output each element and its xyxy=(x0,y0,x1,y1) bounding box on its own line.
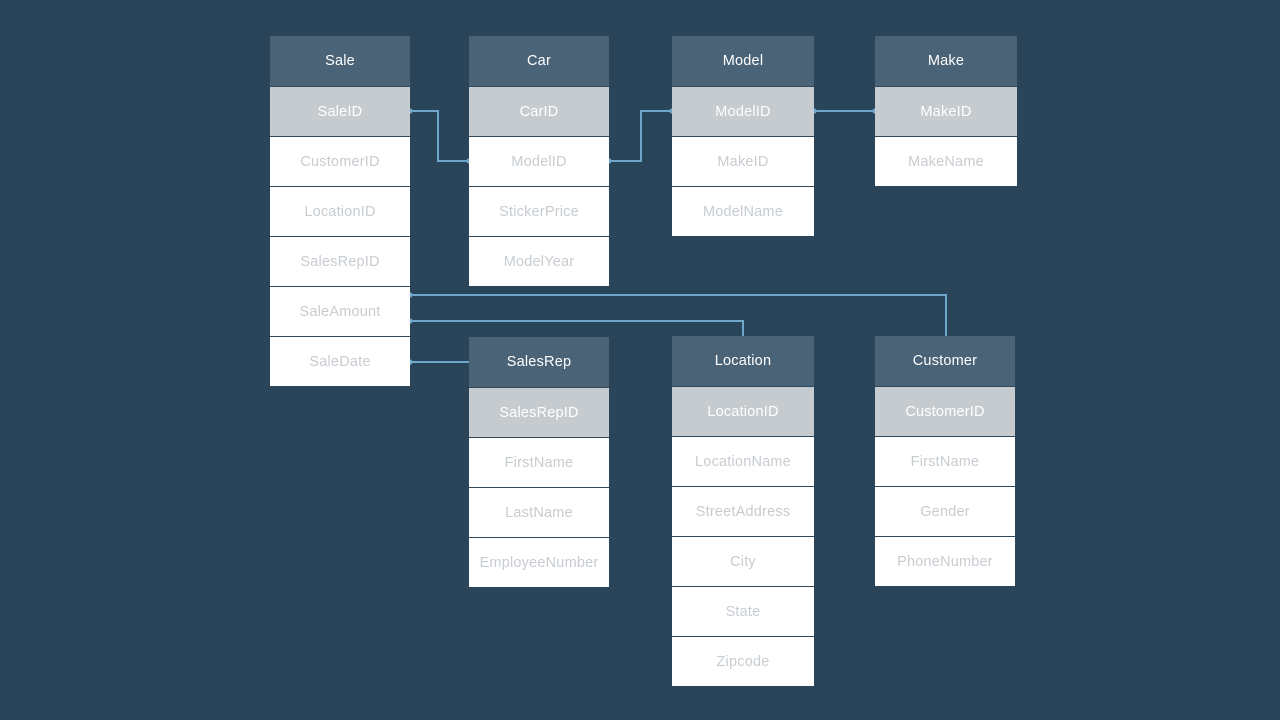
entity-table-title-salesrep: SalesRep xyxy=(469,337,609,387)
column-row-salesrep[interactable]: EmployeeNumber xyxy=(469,537,609,587)
column-row-sale[interactable]: LocationID xyxy=(270,186,410,236)
column-row-car[interactable]: ModelID xyxy=(469,136,609,186)
entity-table-title-location: Location xyxy=(672,336,814,386)
column-row-model[interactable]: ModelName xyxy=(672,186,814,236)
column-row-sale[interactable]: SaleAmount xyxy=(270,286,410,336)
column-row-model[interactable]: MakeID xyxy=(672,136,814,186)
entity-table-title-model: Model xyxy=(672,36,814,86)
column-row-location[interactable]: Zipcode xyxy=(672,636,814,686)
column-row-customer[interactable]: Gender xyxy=(875,486,1015,536)
column-row-customer[interactable]: FirstName xyxy=(875,436,1015,486)
primary-key-row-salesrep[interactable]: SalesRepID xyxy=(469,387,609,437)
connector-sale-location xyxy=(410,320,744,336)
primary-key-row-make[interactable]: MakeID xyxy=(875,86,1017,136)
primary-key-row-location[interactable]: LocationID xyxy=(672,386,814,436)
connector-car-model xyxy=(609,110,672,162)
column-row-customer[interactable]: PhoneNumber xyxy=(875,536,1015,586)
column-row-car[interactable]: StickerPrice xyxy=(469,186,609,236)
entity-table-title-sale: Sale xyxy=(270,36,410,86)
column-row-make[interactable]: MakeName xyxy=(875,136,1017,186)
column-row-sale[interactable]: CustomerID xyxy=(270,136,410,186)
primary-key-row-car[interactable]: CarID xyxy=(469,86,609,136)
primary-key-row-model[interactable]: ModelID xyxy=(672,86,814,136)
entity-table-title-make: Make xyxy=(875,36,1017,86)
column-row-location[interactable]: City xyxy=(672,536,814,586)
column-row-car[interactable]: ModelYear xyxy=(469,236,609,286)
column-row-location[interactable]: StreetAddress xyxy=(672,486,814,536)
connector-sale-car xyxy=(410,110,469,162)
column-row-sale[interactable]: SalesRepID xyxy=(270,236,410,286)
column-row-salesrep[interactable]: LastName xyxy=(469,487,609,537)
column-row-sale[interactable]: SaleDate xyxy=(270,336,410,386)
column-row-location[interactable]: LocationName xyxy=(672,436,814,486)
column-row-location[interactable]: State xyxy=(672,586,814,636)
column-row-salesrep[interactable]: FirstName xyxy=(469,437,609,487)
entity-table-title-car: Car xyxy=(469,36,609,86)
connector-sale-customer xyxy=(410,294,947,336)
primary-key-row-sale[interactable]: SaleID xyxy=(270,86,410,136)
primary-key-row-customer[interactable]: CustomerID xyxy=(875,386,1015,436)
entity-table-title-customer: Customer xyxy=(875,336,1015,386)
